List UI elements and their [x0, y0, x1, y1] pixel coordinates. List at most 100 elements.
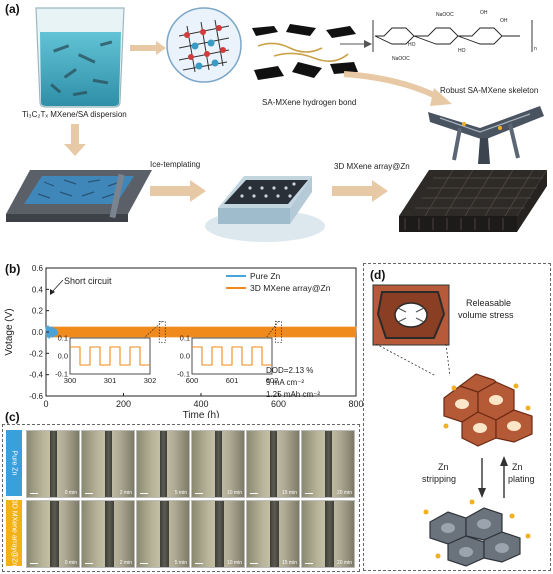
row-label-1: 3D MXene array@Zn [6, 500, 22, 566]
panel-d-label: (d) [370, 268, 386, 282]
arrow-icon [343, 71, 452, 106]
inset0-x-tick-0: 300 [64, 376, 77, 385]
chem-oh1: OH [480, 10, 488, 16]
inset0-y-tick-1: 0.0 [58, 352, 68, 361]
arrow-icon [340, 40, 372, 48]
electrode-seam [214, 501, 225, 567]
inset-connector-1 [265, 321, 279, 339]
x-tick-label-1: 200 [116, 399, 131, 409]
skeleton-label: Robust SA-MXene skeleton [440, 86, 539, 95]
electrode-seam [324, 431, 333, 497]
short-circuit-pointer [51, 279, 64, 293]
short-circuit-arrowhead [50, 289, 55, 295]
chem-oh2: OH [500, 18, 508, 24]
scale-bar [140, 562, 148, 564]
scale-bar [195, 562, 203, 564]
row-label-text-0: Pure Zn [10, 450, 18, 476]
optical-image: 20 min [301, 500, 355, 568]
hydrogen-bond-illustration [252, 24, 358, 80]
stripping-label-2: stripping [422, 474, 457, 484]
short-circuit-label: Short circuit [64, 276, 112, 286]
electrode-seam [214, 431, 223, 497]
inset-connector-0 [143, 321, 163, 339]
time-label: 5 min [174, 490, 187, 496]
scale-bar [140, 492, 148, 494]
time-label: 20 min [336, 490, 352, 496]
row-label-text-1: 3D MXene array@Zn [10, 499, 18, 567]
condition-dod: DOD=2.13 % [266, 366, 314, 375]
electrode-seam [49, 501, 60, 567]
honeycomb-zn-illustration [443, 373, 533, 447]
chem-na2: NaOOC [436, 12, 454, 18]
optical-image: 0 min [26, 430, 80, 498]
scale-bar [250, 562, 258, 564]
row-label-0: Pure Zn [6, 430, 22, 496]
inset0-y-tick-0: -0.1 [55, 370, 68, 379]
optical-image: 2 min [81, 500, 135, 568]
inset1-x-tick-0: 600 [186, 376, 199, 385]
chem-na1: NaOOC [392, 56, 410, 62]
electrode-seam [269, 501, 280, 567]
time-label: 20 min [336, 560, 352, 566]
scale-bar [30, 492, 38, 494]
panel-c-label: (c) [5, 410, 20, 424]
plating-label-2: plating [508, 474, 535, 484]
inset-series-0 [70, 346, 150, 366]
y-tick-label-3: 0.0 [32, 328, 44, 337]
scale-bar [195, 492, 203, 494]
skeleton-illustration [428, 106, 544, 164]
scale-bar [85, 492, 93, 494]
stress-label-2: volume stress [458, 310, 514, 320]
strip-plate-arrows [478, 456, 508, 498]
scale-bar [30, 562, 38, 564]
x-tick-label-2: 400 [193, 399, 208, 409]
time-label: 0 min [64, 560, 77, 566]
y-tick-label-4: 0.2 [32, 307, 44, 316]
ice-label: Ice-templating [150, 160, 201, 169]
panel-c-frame [2, 424, 360, 572]
electrode-seam [269, 431, 278, 497]
scale-bar [305, 492, 313, 494]
y-tick-label-0: -0.6 [29, 392, 43, 401]
hbond-label: SA-MXene hydrogen bond [262, 98, 357, 107]
inset1-y-tick-1: 0.0 [180, 352, 190, 361]
substrate-illustration [6, 170, 152, 222]
time-label: 15 min [281, 560, 297, 566]
zoom-guide-lines [375, 343, 451, 377]
time-label: 5 min [174, 560, 187, 566]
legend-label-mxene: 3D MXene array@Zn [250, 283, 331, 293]
inset1-y-tick-0: -0.1 [177, 370, 190, 379]
scale-bar [305, 562, 313, 564]
scale-bar [85, 562, 93, 564]
inset1-y-tick-2: 0.1 [180, 334, 190, 343]
mxene-lattice-illustration [166, 7, 242, 83]
time-label: 15 min [281, 490, 297, 496]
chem-n: n [534, 46, 537, 52]
beaker-illustration [35, 7, 125, 108]
inset1-x-tick-2: 602 [266, 376, 279, 385]
array-label: 3D MXene array@Zn [334, 162, 410, 171]
time-label: 10 min [226, 560, 242, 566]
series-pure-zn-line [45, 325, 59, 339]
y-tick-label-5: 0.4 [32, 285, 44, 294]
optical-image: 15 min [246, 500, 300, 568]
optical-image: 10 min [191, 430, 245, 498]
y-axis-label: Votage (V) [4, 308, 15, 355]
y-tick-label-2: -0.2 [29, 349, 43, 358]
scale-bar [250, 492, 258, 494]
optical-image: 2 min [81, 430, 135, 498]
condition-capacity: 1.25 mAh cm⁻² [266, 390, 321, 399]
inset0-y-tick-2: 0.1 [58, 334, 68, 343]
arrow-icon [130, 41, 166, 55]
ice-template-illustration [205, 176, 325, 242]
time-label: 0 min [64, 490, 77, 496]
electrode-seam [49, 431, 58, 497]
panel-a-label: (a) [5, 2, 20, 16]
optical-image: 15 min [246, 430, 300, 498]
time-label: 10 min [226, 490, 242, 496]
optical-image: 5 min [136, 500, 190, 568]
panel-b-label: (b) [5, 262, 21, 276]
dispersion-label: Ti₃C₂Tₓ MXene/SA dispersion [22, 110, 127, 119]
stripping-label-1: Zn [438, 462, 449, 472]
